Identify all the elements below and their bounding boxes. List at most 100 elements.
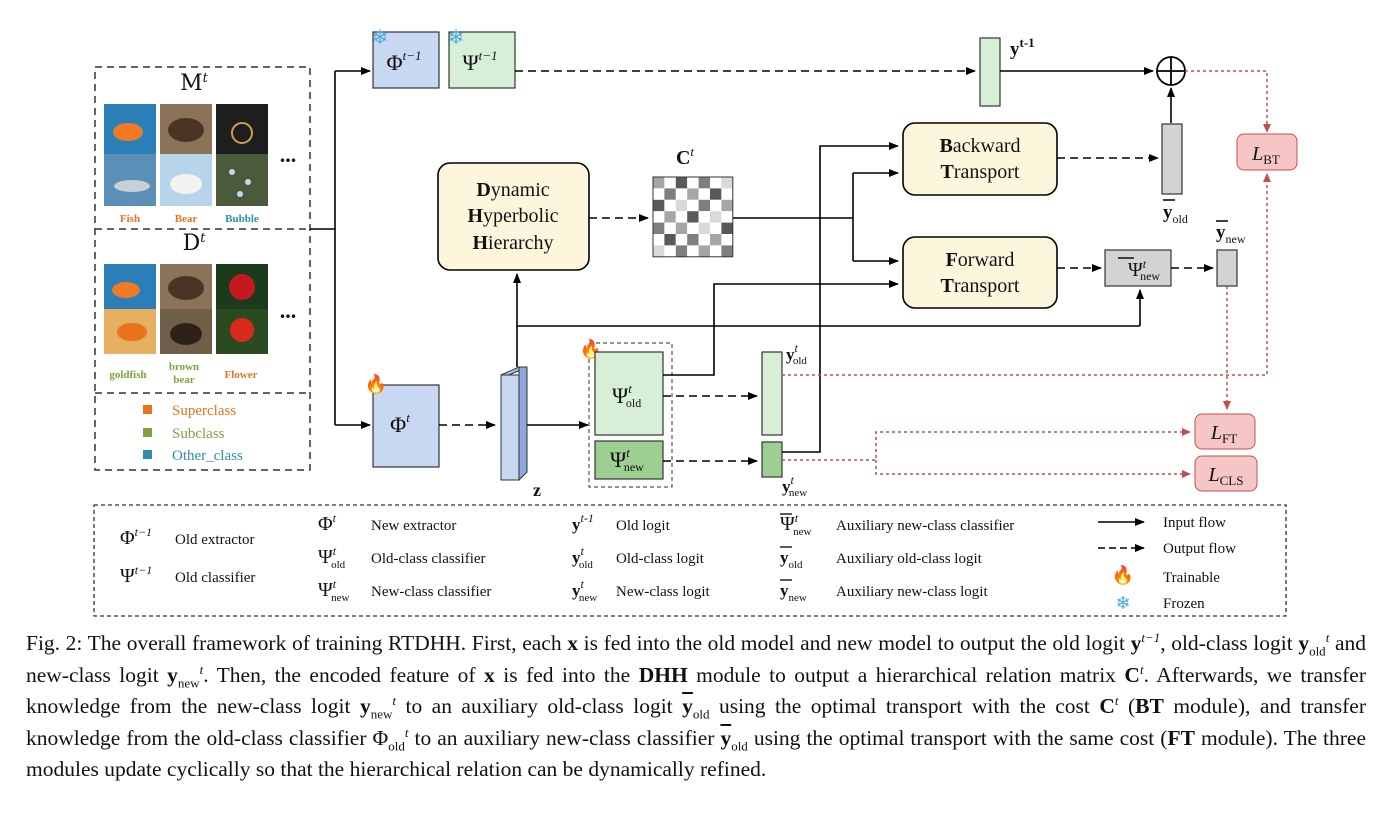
loss-cls-label: LCLS: [1208, 464, 1244, 488]
ft-label: Forward: [946, 249, 1015, 271]
svg-text:Other_class: Other_class: [172, 448, 243, 464]
feature-z-label: z: [533, 480, 541, 500]
trainable-icon: 🔥: [365, 373, 387, 394]
matrix-cell: [721, 245, 733, 257]
old-extractor-box: [372, 31, 440, 89]
legend-text: Auxiliary new-class logit: [836, 584, 988, 600]
matrix-cell: [698, 234, 710, 246]
legend-frozen: Frozen: [1163, 596, 1205, 612]
aux-new-logit-bar: [1216, 249, 1238, 287]
matrix-cell: [721, 188, 733, 200]
matrix-cell: [710, 211, 722, 223]
old-class-logit-bar: [761, 351, 783, 436]
memory-more: ...: [280, 142, 297, 167]
new-class-logit-bar: [761, 441, 783, 478]
matrix-cell: [675, 199, 688, 212]
matrix-cell: [675, 234, 688, 246]
old-classifier-box: [448, 31, 516, 89]
matrix-cell: [721, 199, 733, 212]
matrix-cell: [653, 177, 665, 189]
backward-transport-box: [902, 122, 1058, 196]
old-classifier-label: Ψt−1: [462, 48, 497, 75]
matrix-cell: [653, 245, 665, 257]
matrix-cell: [675, 211, 688, 223]
svg-text:Superclass: Superclass: [172, 403, 236, 419]
dhh-label-3: Hierarchy: [472, 232, 553, 254]
matrix-cell: [687, 177, 699, 189]
matrix-cell: [664, 234, 676, 246]
feature-z: [500, 366, 528, 482]
matrix-cell: [664, 177, 676, 189]
matrix-cell: [675, 177, 688, 189]
data-panel: [94, 66, 311, 471]
image-goldfish: [104, 264, 156, 354]
old-logit-bar: [979, 37, 1001, 107]
matrix-cell: [675, 245, 688, 257]
matrix-cell: [687, 245, 699, 257]
svg-text:Subclass: Subclass: [172, 426, 225, 442]
matrix-cell: [721, 177, 733, 189]
label-flower: Flower: [225, 369, 258, 381]
image-flower: [216, 264, 268, 354]
old-class-classifier-box: [594, 351, 664, 436]
dhh-label: Dynamic: [476, 179, 549, 201]
matrix-cell: [698, 199, 710, 212]
legend-text: New-class classifier: [371, 584, 491, 600]
legend-text: Old extractor: [175, 532, 255, 548]
matrix-cell: [653, 211, 665, 223]
matrix-cell: [653, 234, 665, 246]
loss-ft-label: LFT: [1210, 422, 1237, 446]
legend-text: New extractor: [371, 518, 456, 534]
matrix-cell: [664, 188, 676, 200]
data-more: ...: [280, 298, 297, 323]
matrix-cell: [721, 211, 733, 223]
matrix-cell: [687, 199, 699, 212]
new-extractor-label: Φt: [390, 410, 410, 437]
bt-label: Backward: [939, 135, 1020, 157]
matrix-cell: [687, 211, 699, 223]
legend-symbol: yt-1: [572, 511, 594, 534]
matrix-cell: [664, 199, 676, 212]
matrix-cell: [710, 188, 722, 200]
label-bubble: Bubble: [225, 213, 259, 225]
old-logit-label: yt-1: [1010, 35, 1035, 60]
matrix-cell: [687, 222, 699, 234]
matrix-cell: [653, 188, 665, 200]
bt-label-2: Transport: [941, 161, 1020, 183]
aux-new-logit-label: ynew: [1216, 222, 1246, 246]
classifier-group: [588, 342, 673, 488]
loss-bt-label: LBT: [1251, 143, 1280, 167]
matrix-border: [652, 176, 734, 258]
matrix-cell: [710, 245, 722, 257]
new-class-classifier-box: [594, 440, 664, 480]
aux-old-logit-bar: [1161, 123, 1183, 195]
class-legend: Superclass Subclass Other_class: [143, 403, 243, 464]
dhh-label-2: Hyperbolic: [467, 205, 558, 227]
image-bubble: [216, 104, 268, 206]
matrix-cell: [710, 234, 722, 246]
image-brown-bear: [160, 264, 212, 354]
memory-set-label: Mt: [180, 71, 209, 96]
loss-cls-box: [1194, 455, 1258, 492]
legend-symbol: Φt: [318, 511, 337, 535]
legend-text: Old-class classifier: [371, 551, 486, 567]
matrix-cell: [698, 177, 710, 189]
legend-trainable: Trainable: [1163, 570, 1220, 586]
label-bear: Bear: [175, 213, 198, 225]
matrix-cell: [698, 188, 710, 200]
legend-text: Auxiliary old-class logit: [836, 551, 983, 567]
matrix-cell: [710, 222, 722, 234]
legend-symbol: Φt−1: [120, 525, 152, 549]
framework-diagram: Mt ... Fish Bear Bubble Dt: [93, 27, 1298, 617]
notation-legend: [93, 504, 1287, 617]
matrix-label: Ct: [676, 144, 694, 169]
legend-text: Auxiliary new-class classifier: [836, 518, 1014, 534]
